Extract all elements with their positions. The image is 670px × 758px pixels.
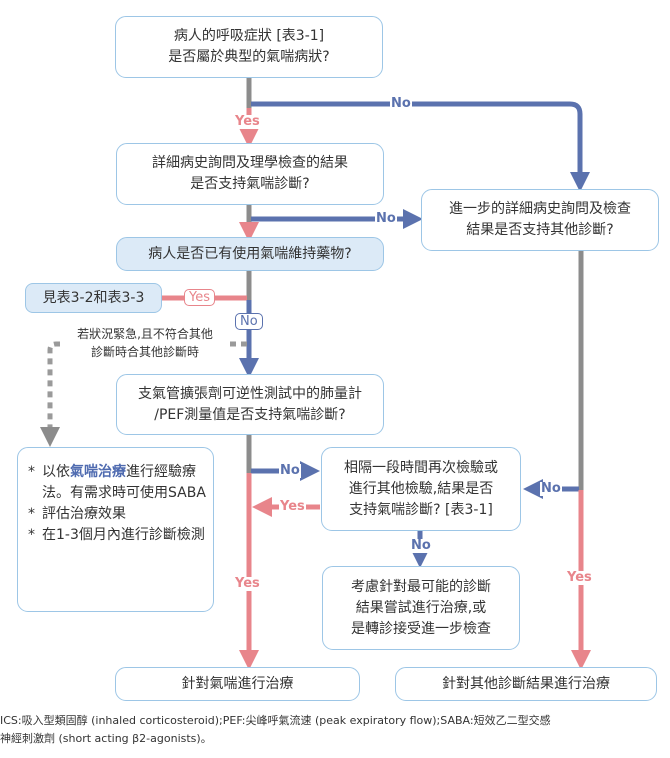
node-spirometry: 支氣管擴張劑可逆性測試中的肺量計 /PEF測量值是否支持氣喘診斷?: [116, 374, 384, 435]
bullet: *: [28, 506, 35, 522]
node-text: 針對氣喘進行治療: [181, 675, 294, 692]
node-empiric-treatment: * 以依氣喘治療進行經驗療法。有需求時可使用SABA * 評估治療效果 * 在1…: [17, 447, 214, 612]
node-text: 相隔一段時間再次檢驗或: [344, 459, 498, 476]
urgent-note: 若狀況緊急,且不符合其他 診斷時合其他診斷時: [60, 325, 230, 361]
note-text: 若狀況緊急,且不符合其他: [77, 327, 213, 341]
empiric-item: * 評估治療效果: [28, 504, 207, 525]
edge-symptoms-no: [251, 101, 590, 192]
node-repeat-test: 相隔一段時間再次檢驗或 進行其他檢驗,結果是否 支持氣喘診斷? [表3-1]: [321, 447, 521, 531]
label-history-no: No: [375, 211, 397, 226]
node-text: 針對其他診斷結果進行治療: [442, 675, 610, 692]
node-text: 進行其他檢驗,結果是否: [348, 480, 494, 497]
node-see-tables: 見表3-2和表3-3: [25, 283, 162, 313]
node-history-exam: 詳細病史詢問及理學檢查的結果 是否支持氣喘診斷?: [116, 143, 384, 205]
label-spirometry-yes: Yes: [234, 576, 261, 591]
node-text: 結果是否支持其他診斷?: [466, 222, 614, 238]
node-text: 見表3-2和表3-3: [42, 289, 145, 306]
label-further-no: No: [540, 481, 562, 496]
label-controller-yes: Yes: [184, 289, 215, 306]
empiric-item: * 在1-3個月內進行診斷檢測: [28, 525, 207, 546]
footnote-line: 神經刺激劑 (short acting β2-agonists)。: [0, 732, 212, 745]
node-consider-treatment: 考慮針對最可能的診斷 結果嘗試進行治療,或 是轉診接受進一步檢查: [322, 566, 520, 650]
empiric-text: 進行經驗療法。有需求時可使用SABA: [42, 464, 206, 501]
label-repeat-no: No: [410, 538, 432, 553]
empiric-item: * 以依氣喘治療進行經驗療法。有需求時可使用SABA: [28, 462, 207, 504]
node-on-controller: 病人是否已有使用氣喘維持藥物?: [116, 237, 384, 271]
bullet: *: [28, 527, 35, 543]
node-text: 支持氣喘診斷? [表3-1]: [349, 501, 493, 518]
node-treat-other: 針對其他診斷結果進行治療: [395, 667, 657, 701]
label-symptoms-no: No: [390, 96, 412, 111]
node-text: 結果嘗試進行治療,或: [355, 599, 487, 616]
label-controller-no: No: [235, 313, 263, 330]
footnote-line: ICS:吸入型類固醇 (inhaled corticosteroid);PEF:…: [0, 714, 551, 727]
node-text: /PEF測量值是否支持氣喘診斷?: [154, 406, 346, 423]
node-further-history: 進一步的詳細病史詢問及檢查 結果是否支持其他診斷?: [421, 189, 659, 251]
node-treat-asthma: 針對氣喘進行治療: [115, 667, 360, 701]
label-repeat-yes: Yes: [279, 499, 306, 514]
node-text: 是轉診接受進一步檢查: [351, 620, 491, 637]
node-text: 病人是否已有使用氣喘維持藥物?: [148, 245, 352, 262]
node-text: 病人的呼吸症狀 [表3-1]: [173, 28, 325, 44]
edge-urgent-dashed: [40, 341, 247, 447]
label-symptoms-yes: Yes: [234, 114, 261, 129]
note-text: 診斷時合其他診斷時: [90, 345, 199, 359]
footnote: ICS:吸入型類固醇 (inhaled corticosteroid);PEF:…: [0, 712, 670, 748]
node-text: 詳細病史詢問及理學檢查的結果: [152, 155, 348, 171]
node-text: 進一步的詳細病史詢問及檢查: [449, 201, 631, 217]
node-text: 考慮針對最可能的診斷: [351, 578, 491, 595]
node-symptoms: 病人的呼吸症狀 [表3-1] 是否屬於典型的氣喘病狀?: [115, 16, 383, 78]
bullet: *: [28, 464, 35, 480]
label-further-yes: Yes: [566, 570, 593, 585]
label-spirometry-no: No: [279, 463, 301, 478]
empiric-text: 評估治療效果: [42, 506, 126, 522]
empiric-text: 以依: [42, 464, 70, 480]
node-text: 是否支持氣喘診斷?: [190, 176, 310, 192]
empiric-text: 在1-3個月內進行診斷檢測: [42, 527, 205, 543]
node-text: 是否屬於典型的氣喘病狀?: [168, 49, 330, 65]
node-text: 支氣管擴張劑可逆性測試中的肺量計: [138, 385, 362, 402]
asthma-treatment-link[interactable]: 氣喘治療: [70, 464, 126, 480]
